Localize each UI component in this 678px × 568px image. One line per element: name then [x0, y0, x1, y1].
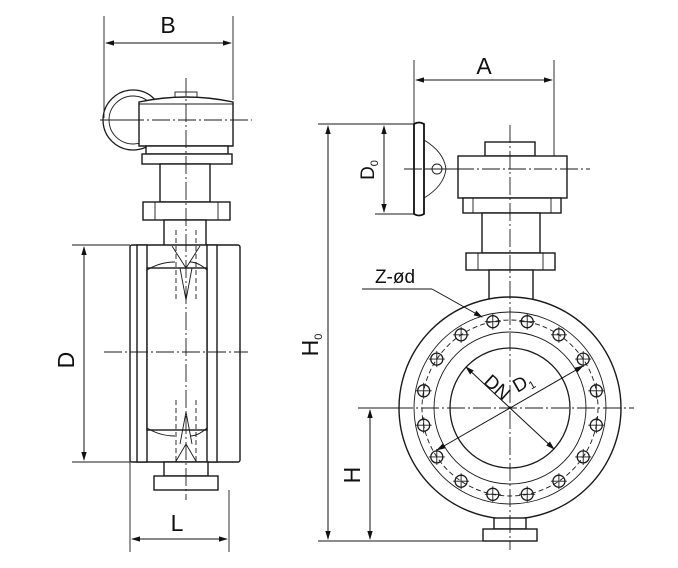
dimension-h: H [339, 407, 399, 540]
label-z-od: Z-ød [375, 267, 415, 288]
dimension-l: L [129, 462, 230, 552]
label-a: A [476, 53, 492, 79]
label-h0: H0 [297, 334, 325, 357]
label-h: H [339, 467, 365, 484]
bolt-holes [415, 313, 605, 503]
dimension-h0: H0 [297, 123, 483, 542]
label-d0: D0 [358, 160, 381, 180]
neck-front [465, 212, 556, 301]
label-b: B [160, 12, 175, 38]
valve-body-side [129, 230, 241, 470]
neck-side [142, 163, 231, 247]
dimension-d0: D0 [358, 123, 414, 215]
dimension-d: D [53, 244, 130, 463]
gearbox-side [138, 91, 234, 165]
gearbox-front [457, 141, 568, 214]
dimension-b: B [103, 12, 234, 118]
dimension-a: A [413, 53, 555, 156]
side-view: B D L [53, 12, 252, 552]
callout-z-od: Z-ød [362, 267, 483, 318]
label-d: D [53, 352, 79, 369]
label-l: L [171, 510, 184, 536]
front-view: DN D1 Z-ød A D0 [297, 53, 634, 550]
